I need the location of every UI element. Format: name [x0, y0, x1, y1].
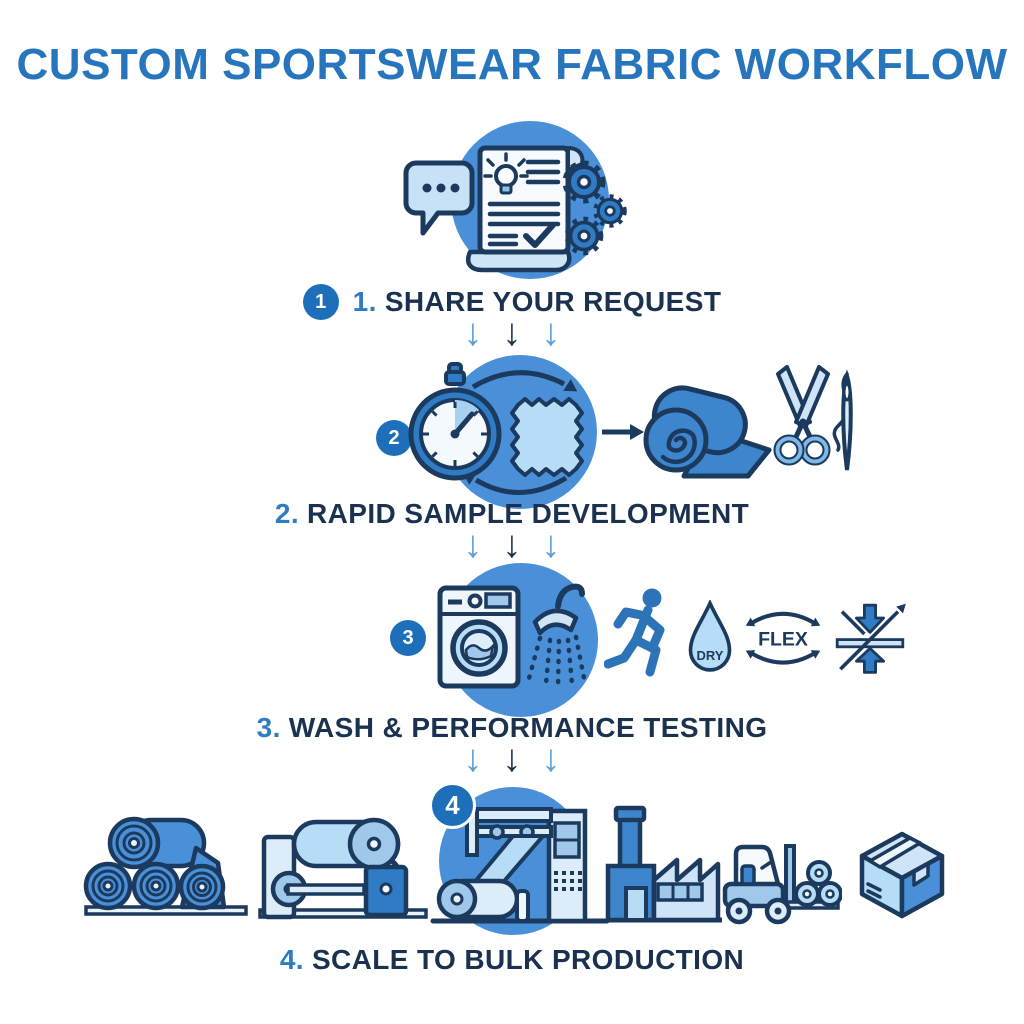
- step3-icon-group: [437, 563, 598, 717]
- shipping-box-icon: [859, 831, 945, 919]
- flow-arrows-1: ↓ ↓ ↓: [0, 314, 1024, 352]
- step4-label: 4.SCALE TO BULK PRODUCTION: [279, 944, 745, 975]
- compression-test-icon: [835, 603, 906, 674]
- production-machine-icon: [430, 807, 610, 924]
- down-arrow-icon: ↓: [502, 738, 522, 780]
- washing-machine-icon: [437, 585, 521, 689]
- forklift-load-rolls: [794, 860, 842, 907]
- roll-end: [83, 861, 133, 911]
- request-document-icon: [465, 145, 585, 273]
- down-arrow-icon: ↓: [541, 524, 561, 566]
- forklift-icon: [722, 844, 842, 925]
- step4-number: 4.: [279, 944, 304, 975]
- down-arrow-icon: ↓: [463, 524, 483, 566]
- stopwatch-icon: [408, 362, 502, 481]
- step1-number: 1.: [352, 286, 377, 317]
- needle-thread-icon: [832, 369, 853, 471]
- step4-badge: 4: [429, 782, 476, 829]
- step1-icon-group: [403, 121, 627, 279]
- fabric-swatch-icon: [510, 397, 584, 477]
- production-machine-group: [430, 787, 610, 935]
- step3-label-row: 3.WASH & PERFORMANCE TESTING: [0, 712, 1024, 744]
- roll-end: [107, 816, 161, 870]
- lightbulb-icon: [483, 152, 529, 195]
- step2-badge: 2: [376, 420, 412, 456]
- down-arrow-icon: ↓: [502, 312, 522, 354]
- flex-label: FLEX: [758, 629, 808, 651]
- step1-label: 1.SHARE YOUR REQUEST: [352, 286, 722, 317]
- step3-number: 3.: [256, 712, 281, 743]
- roll-end: [131, 861, 181, 911]
- step4-label-row: 4.SCALE TO BULK PRODUCTION: [0, 944, 1024, 976]
- step2-label: 2.RAPID SAMPLE DEVELOPMENT: [274, 498, 750, 529]
- flow-arrow-icon: [602, 424, 644, 440]
- fabric-roll-stack-icon: [83, 816, 248, 916]
- scissors-icon: [773, 365, 831, 466]
- chat-bubble-icon: [403, 160, 475, 236]
- factory-icon: [605, 805, 722, 923]
- page-title: CUSTOM SPORTSWEAR FABRIC WORKFLOW: [16, 40, 1008, 89]
- step2-number: 2.: [274, 498, 300, 529]
- flow-arrows-2: ↓ ↓ ↓: [0, 526, 1024, 564]
- down-arrow-icon: ↓: [463, 738, 483, 780]
- gears-icon: [562, 160, 627, 256]
- shower-head-icon: [525, 583, 587, 689]
- step3-label: 3.WASH & PERFORMANCE TESTING: [256, 712, 768, 743]
- step2-icon-group: [408, 355, 644, 509]
- roll-end: [178, 863, 226, 911]
- flow-arrows-3: ↓ ↓ ↓: [0, 740, 1024, 778]
- down-arrow-icon: ↓: [502, 524, 522, 566]
- moisture-drop-icon: DRY: [688, 600, 732, 672]
- step2-label-row: 2.RAPID SAMPLE DEVELOPMENT: [0, 498, 1024, 530]
- scissors-needle-group: [773, 365, 853, 471]
- step1-badge: 1: [302, 284, 339, 320]
- rolling-machine-icon: [258, 817, 428, 920]
- down-arrow-icon: ↓: [541, 738, 561, 780]
- fabric-roll-icon: [643, 385, 772, 479]
- checkmark-icon: [523, 222, 556, 248]
- step3-badge: 3: [390, 620, 426, 656]
- step1-label-row: 1 1.SHARE YOUR REQUEST: [0, 284, 1024, 320]
- runner-icon: [604, 588, 665, 677]
- flex-arrows-icon: FLEX: [745, 611, 821, 665]
- down-arrow-icon: ↓: [463, 312, 483, 354]
- down-arrow-icon: ↓: [541, 312, 561, 354]
- dry-label: DRY: [697, 648, 724, 663]
